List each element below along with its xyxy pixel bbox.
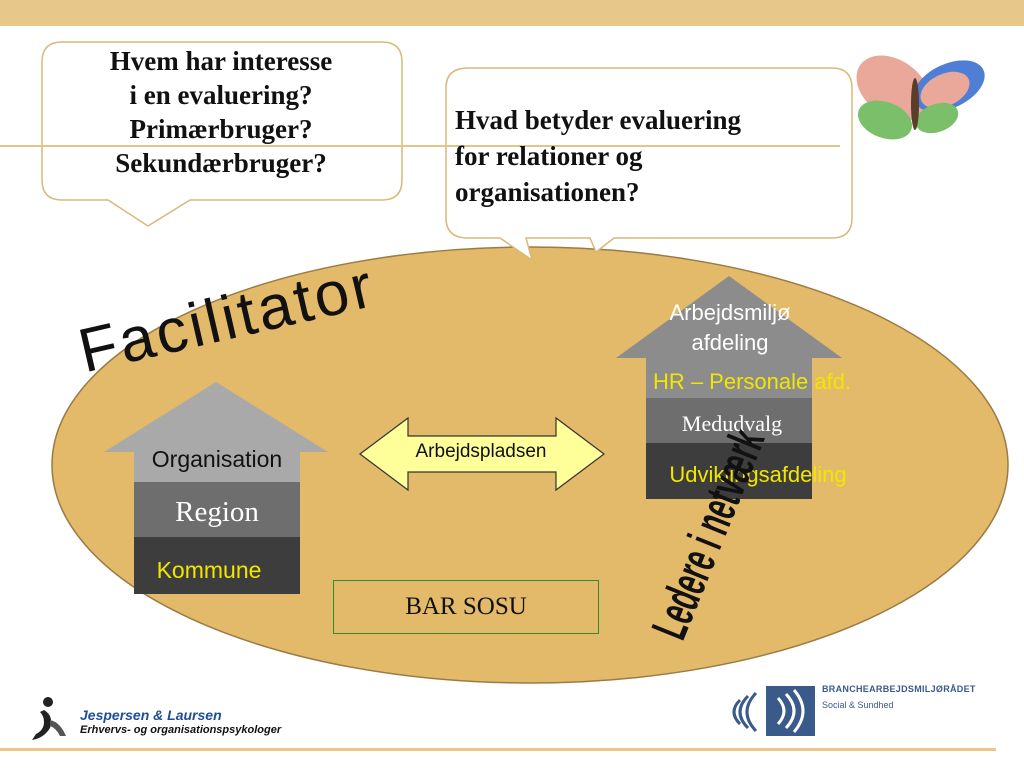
label-organisation: Organisation — [151, 446, 283, 472]
double-arrow-shape — [359, 416, 605, 492]
label-arbejdsmiljo-line-1: Arbejdsmiljø — [669, 300, 791, 325]
left-arrow-top-block — [134, 440, 300, 482]
right-arrow-bottom-block — [646, 443, 812, 499]
speech-bubble-left — [41, 41, 403, 227]
bar-sosu-box: BAR SOSU — [333, 580, 599, 634]
bubble-right-line-3: organisationen? — [455, 177, 640, 207]
label-arbejdspladsen: Arbejdspladsen — [415, 441, 547, 462]
bubble-left-line-2: i en evaluering? — [129, 80, 313, 110]
jl-logo-icon — [32, 697, 66, 740]
left-arrow-bottom-block — [134, 537, 300, 594]
bubble-right-line-1: Hvad betyder evaluering — [455, 105, 741, 135]
bubble-right-text: Hvad betyder evaluering for relationer o… — [455, 102, 835, 210]
bubble-left-text: Hvem har interesse i en evaluering? Prim… — [50, 44, 392, 180]
right-arrow-top-block — [646, 356, 812, 398]
label-arbejdsmiljo-afdeling: Arbejdsmiljø afdeling — [630, 298, 830, 358]
label-hr-personale: HR – Personale afd. — [652, 369, 852, 394]
label-kommune: Kommune — [156, 557, 262, 583]
bubble-left-line-1: Hvem har interesse — [109, 46, 333, 76]
label-region: Region — [175, 496, 259, 528]
left-arrow-head — [104, 382, 328, 452]
divider-line — [0, 145, 840, 147]
label-arbejdsmiljo-line-2: afdeling — [691, 330, 769, 355]
bubble-right-line-2: for relationer og — [455, 141, 643, 171]
left-arrow-middle-block — [134, 482, 300, 537]
footer-bar-subtitle: Social & Sundhed — [822, 700, 894, 710]
label-medudvalg: Medudvalg — [681, 411, 783, 436]
right-hierarchy-arrow — [616, 276, 842, 499]
footer-company-subtitle: Erhvervs- og organisationspsykologer — [80, 724, 282, 736]
right-arrow-middle-block — [646, 398, 812, 443]
top-accent-bar — [0, 0, 1024, 26]
speech-bubble-right — [445, 67, 853, 262]
bubble-left-line-4: Sekundærbruger? — [115, 148, 327, 178]
bubble-left-line-3: Primærbruger? — [129, 114, 313, 144]
left-hierarchy-arrow — [104, 382, 328, 594]
label-udviklingsafdeling: Udviklingsafdeling — [669, 462, 847, 487]
right-arrow-head — [616, 276, 842, 358]
butterfly-illustration — [856, 55, 985, 140]
footer-bar-name: BRANCHEARBEJDSMILJØRÅDET — [822, 684, 976, 694]
footer-company-name: Jespersen & Laursen — [80, 707, 222, 723]
bar-logo-icon — [732, 686, 815, 736]
footer-line — [0, 748, 996, 751]
